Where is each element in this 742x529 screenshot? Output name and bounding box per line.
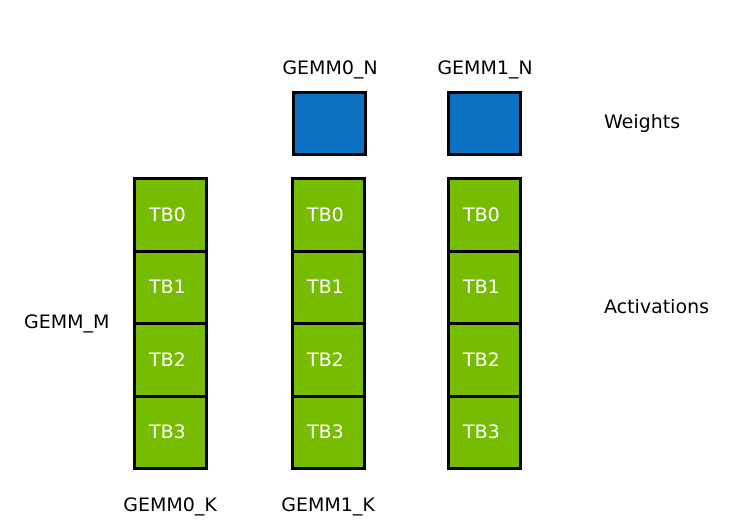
gemm1-k-bottom-label: GEMM1_K: [281, 494, 375, 516]
activation-cell: TB0: [291, 177, 366, 250]
activations-row-label: Activations: [604, 296, 710, 318]
gemm2-activation-column: TB0 TB1 TB2 TB3: [447, 177, 522, 470]
gemm1-n-line1: GEMM1_N: [437, 57, 533, 79]
gemm0-k-activation-column: TB0 TB1 TB2 TB3: [133, 177, 208, 470]
activation-cell: TB1: [291, 249, 366, 322]
gemm1-weight-block: [447, 91, 522, 156]
activation-cell: TB3: [447, 394, 522, 470]
activation-cell: TB0: [447, 177, 522, 250]
activation-cell: TB0: [133, 177, 208, 250]
activation-cell: TB2: [447, 322, 522, 395]
activation-cell: TB3: [291, 394, 366, 470]
activation-cell: TB2: [291, 322, 366, 395]
gemm0-weight-block: [292, 91, 367, 156]
gemm0-k-bottom-label: GEMM0_K: [123, 494, 217, 516]
gemm-m-label: GEMM_M: [24, 311, 110, 333]
activation-cell: TB2: [133, 322, 208, 395]
weights-row-label: Weights: [604, 111, 681, 133]
gemm0-n-line1: GEMM0_N: [282, 57, 378, 79]
gemm1-k-activation-column: TB0 TB1 TB2 TB3: [291, 177, 366, 470]
activation-cell: TB1: [133, 249, 208, 322]
activation-cell: TB1: [447, 249, 522, 322]
activation-cell: TB3: [133, 394, 208, 470]
